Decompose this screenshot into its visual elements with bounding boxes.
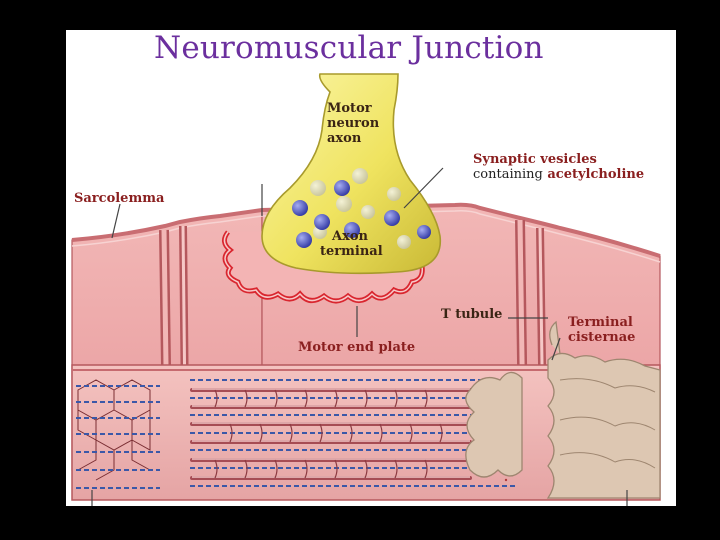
motor-end-plate-label: Motor end plate	[298, 340, 415, 355]
synaptic-vesicles-label: Synaptic vesicles containing acetylcholi…	[473, 152, 644, 182]
axon-terminal-label: Axon terminal	[320, 229, 383, 259]
terminal-cisternae-label: Terminal cisternae	[568, 315, 635, 345]
sarcolemma-label: Sarcolemma	[74, 191, 164, 206]
diagram-title: Neuromuscular Junction	[154, 30, 544, 66]
motor-neuron-axon-label: Motor neuron axon	[327, 101, 379, 146]
t-tubule-label: T tubule	[441, 307, 502, 322]
